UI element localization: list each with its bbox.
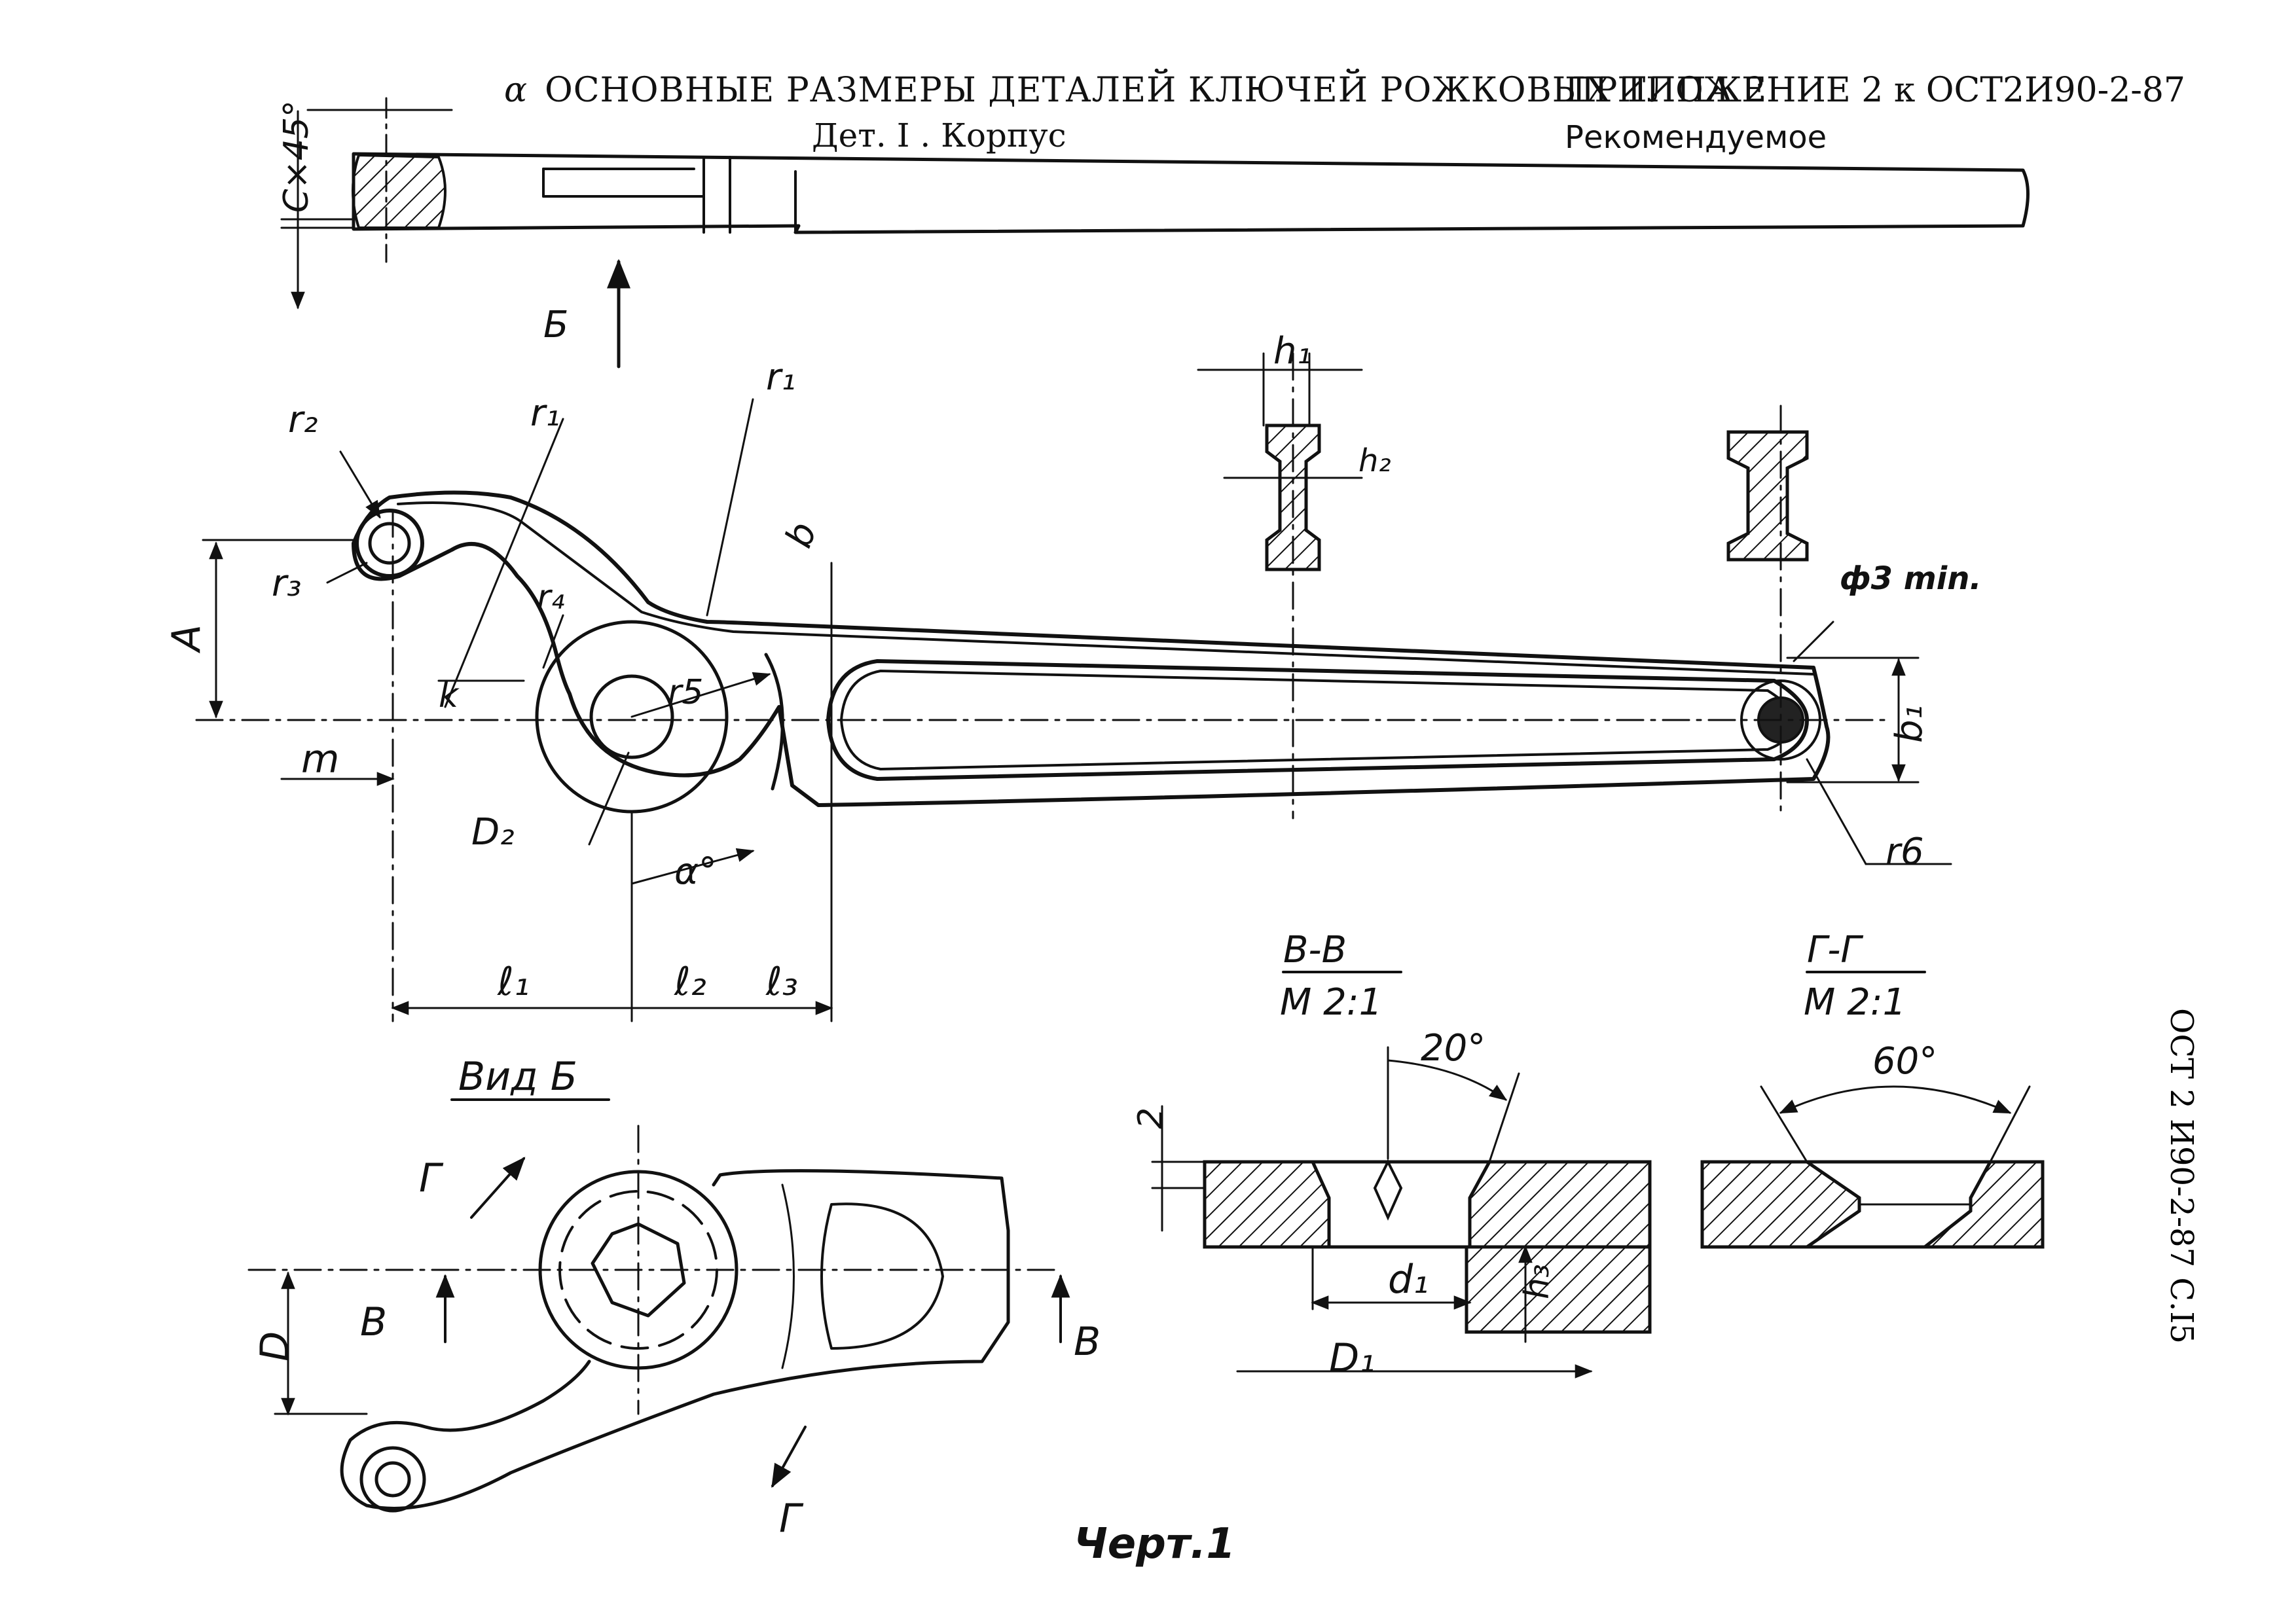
- cross-section-bb-small: [1197, 352, 1363, 571]
- view-b-eye-outer: [359, 1446, 426, 1513]
- label-l1: ℓ₁: [497, 959, 530, 1005]
- section-bb-countersink: [1310, 1160, 1493, 1249]
- alpha-mark: α: [504, 71, 528, 110]
- r3-leader: [326, 562, 368, 584]
- label-D: D: [252, 1331, 298, 1361]
- D2-leader: [588, 751, 630, 846]
- view-b-arm: [340, 1169, 1010, 1510]
- cross-section-gg-small: [1726, 430, 1809, 562]
- alpha-arc: [630, 848, 755, 885]
- r4-leader: [542, 614, 564, 669]
- jaw-arc: [764, 653, 784, 791]
- r1-top-leader: [706, 398, 754, 617]
- top-view: [280, 97, 2030, 369]
- label-view-b: Вид Б: [458, 1054, 577, 1100]
- label-cx45: C×45°: [277, 100, 316, 213]
- label-phi3min: ф3 min.: [1840, 560, 1982, 597]
- r2-leader: [339, 450, 381, 519]
- label-r6: r6: [1886, 831, 1924, 873]
- view-b: [247, 1098, 1070, 1513]
- view-b-eye-hole: [374, 1461, 411, 1498]
- label-D2: D₂: [471, 811, 515, 854]
- label-r2: r₂: [288, 399, 318, 441]
- label-d1: d₁: [1388, 1257, 1429, 1303]
- phi3-leader: [1793, 621, 1834, 662]
- label-A: A: [164, 624, 210, 654]
- label-r5: r5: [668, 673, 703, 712]
- label-section-gg: Г-Г: [1807, 929, 1863, 971]
- appendix-reference: ПРИЛОЖЕНИЕ 2 к ОСТ2И90-2-87: [1565, 71, 2186, 110]
- drawing-title: α ОСНОВНЫЕ РАЗМЕРЫ ДЕТАЛЕЙ КЛЮЧЕЙ РОЖКОВЫ…: [504, 71, 1767, 110]
- label-l3: ℓ₃: [765, 959, 798, 1005]
- label-scale-gg: М 2:1: [1804, 981, 1906, 1024]
- top-view-hatched-eye: [352, 153, 446, 229]
- view-b-square-hole: [591, 1222, 686, 1318]
- top-view-outline: [352, 152, 2030, 234]
- i-section-bb: [1265, 424, 1321, 571]
- label-angle60: 60°: [1872, 1040, 1937, 1083]
- label-B-left: В: [360, 1299, 387, 1345]
- angle60-side-l: [1760, 1085, 1808, 1163]
- label-G-top: Г: [419, 1155, 444, 1201]
- label-r4: r₄: [537, 578, 564, 617]
- recommended-note: Рекомендуемое: [1565, 119, 1827, 156]
- label-r1-left: r₁: [530, 392, 560, 435]
- label-m: m: [301, 736, 339, 782]
- label-b: b: [777, 516, 825, 553]
- label-r3: r₃: [272, 562, 301, 605]
- eye-outer: [355, 509, 424, 578]
- label-angle20: 20°: [1421, 1027, 1485, 1070]
- view-b-rib: [781, 1183, 795, 1369]
- view-b-window: [820, 1202, 944, 1350]
- label-B-right: В: [1074, 1319, 1101, 1365]
- section-gg: [1700, 971, 2045, 1249]
- label-l2: ℓ₂: [674, 959, 706, 1005]
- section-bb-center-notch: [1373, 1159, 1403, 1221]
- label-h3: h₃: [1518, 1264, 1557, 1299]
- label-scale-bb: М 2:1: [1280, 981, 1382, 1024]
- section-bb: [1151, 971, 1652, 1379]
- label-G-bot: Г: [779, 1496, 804, 1541]
- eye-hole: [368, 522, 411, 565]
- wrench-inner-outline: [397, 501, 1815, 676]
- section-G-arrow-top: [470, 1157, 526, 1219]
- drawing-title-text: ОСНОВНЫЕ РАЗМЕРЫ ДЕТАЛЕЙ КЛЮЧЕЙ РОЖКОВЫХ…: [545, 71, 1767, 110]
- angle20-side: [1488, 1072, 1520, 1163]
- section-G-arrow-bot: [771, 1426, 807, 1488]
- label-r1-top: r₁: [766, 356, 795, 399]
- label-dim2: 2: [1131, 1108, 1171, 1129]
- label-section-bb: В-В: [1283, 929, 1347, 971]
- label-D1: D₁: [1329, 1335, 1375, 1381]
- drawing-caption: Черт.1: [1074, 1520, 1235, 1568]
- label-h2: h₂: [1358, 442, 1391, 479]
- part-subtitle: Дет. I . Корпус: [812, 117, 1066, 154]
- label-view-arrow-b: Б: [543, 304, 568, 346]
- r1-left-leader: [444, 418, 564, 708]
- label-alpha: α°: [674, 850, 717, 893]
- handle-window: [826, 659, 1809, 781]
- section-bb-step: [1465, 1245, 1652, 1334]
- r5-leader: [630, 672, 771, 718]
- label-k: k: [439, 676, 460, 715]
- r6-leader: [1806, 758, 1867, 865]
- main-view: [195, 352, 1952, 1022]
- angle60-side-r: [1989, 1085, 2031, 1163]
- label-h1: h₁: [1273, 330, 1311, 372]
- wrench-outline: [352, 490, 1831, 807]
- angle20-arc: [1387, 1059, 1508, 1101]
- label-b1: b₁: [1888, 705, 1931, 743]
- hub-hole: [589, 674, 674, 759]
- i-section-gg: [1726, 430, 1809, 562]
- angle60-arc: [1779, 1085, 2012, 1114]
